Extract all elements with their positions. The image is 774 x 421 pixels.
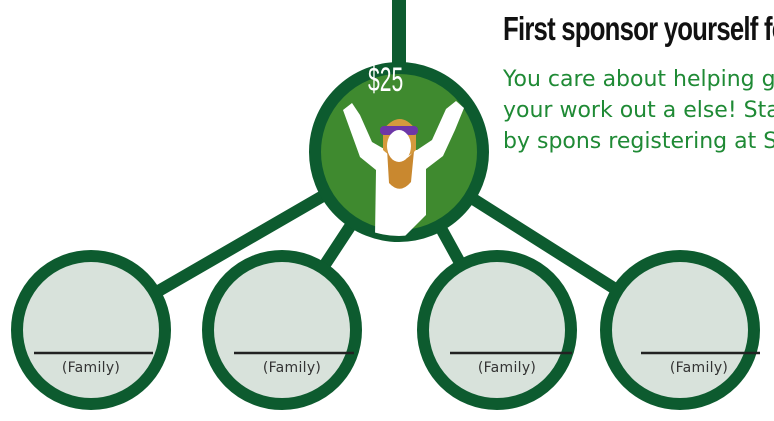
family-slot-circle-1[interactable] [17, 256, 165, 404]
family-slot-label-4: (Family) [639, 361, 759, 375]
family-slot-label-1: (Family) [31, 361, 151, 375]
family-slot-circle-2[interactable] [208, 256, 356, 404]
family-slot-label-2: (Family) [232, 361, 352, 375]
top-connector-line [392, 0, 406, 68]
family-slot-label-3: (Family) [447, 361, 567, 375]
page-title: First sponsor yourself for [503, 12, 774, 45]
intro-text: You care about helping getting your work… [503, 64, 774, 157]
family-slot-circle-4[interactable] [606, 256, 754, 404]
family-slot-circle-3[interactable] [423, 256, 571, 404]
price-badge: $25 [368, 63, 403, 97]
